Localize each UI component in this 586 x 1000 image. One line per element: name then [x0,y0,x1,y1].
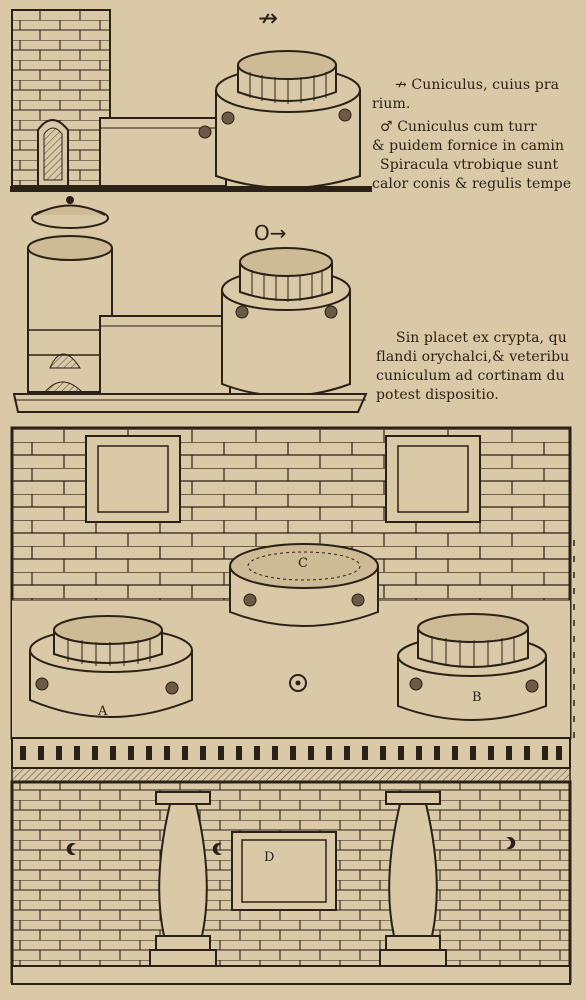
mars-symbol: ♂ [380,119,393,135]
text-line-5: Spiracula vtrobique sunt [380,157,559,173]
label-b: B [472,690,482,705]
label-a: A [98,704,108,719]
text-line-1-content: Cuniculus, cuius pra [411,77,560,93]
figure-furnace-wall [10,426,572,985]
label-d: D [264,850,275,865]
text-line-9: cuniculum ad cortinam du [376,368,565,384]
text-line-4: & puidem fornice in camin [372,138,565,154]
text-line-3-content: Cuniculus cum turr [397,119,537,135]
caput-draconis-symbol-2: ↛ [395,77,407,93]
caput-draconis-symbol-1: ↛ [258,4,278,32]
text-line-10: potest dispositio. [376,387,499,403]
figure-cuniculus-1 [10,9,372,192]
figure-cuniculus-2 [12,196,368,413]
text-line-1: ↛ Cuniculus, cuius pra [395,76,559,95]
text-line-7: Sin placet ex crypta, qu [396,330,567,346]
text-line-8: flandi orychalci,& veteribu [376,349,570,365]
text-line-6: calor conis & regulis tempe [372,176,572,192]
mars-arrow-symbol: O→ [254,221,287,245]
label-c: C [298,556,308,571]
text-line-2: rium. [372,96,411,112]
text-line-3: ♂ Cuniculus cum turr [380,118,537,137]
